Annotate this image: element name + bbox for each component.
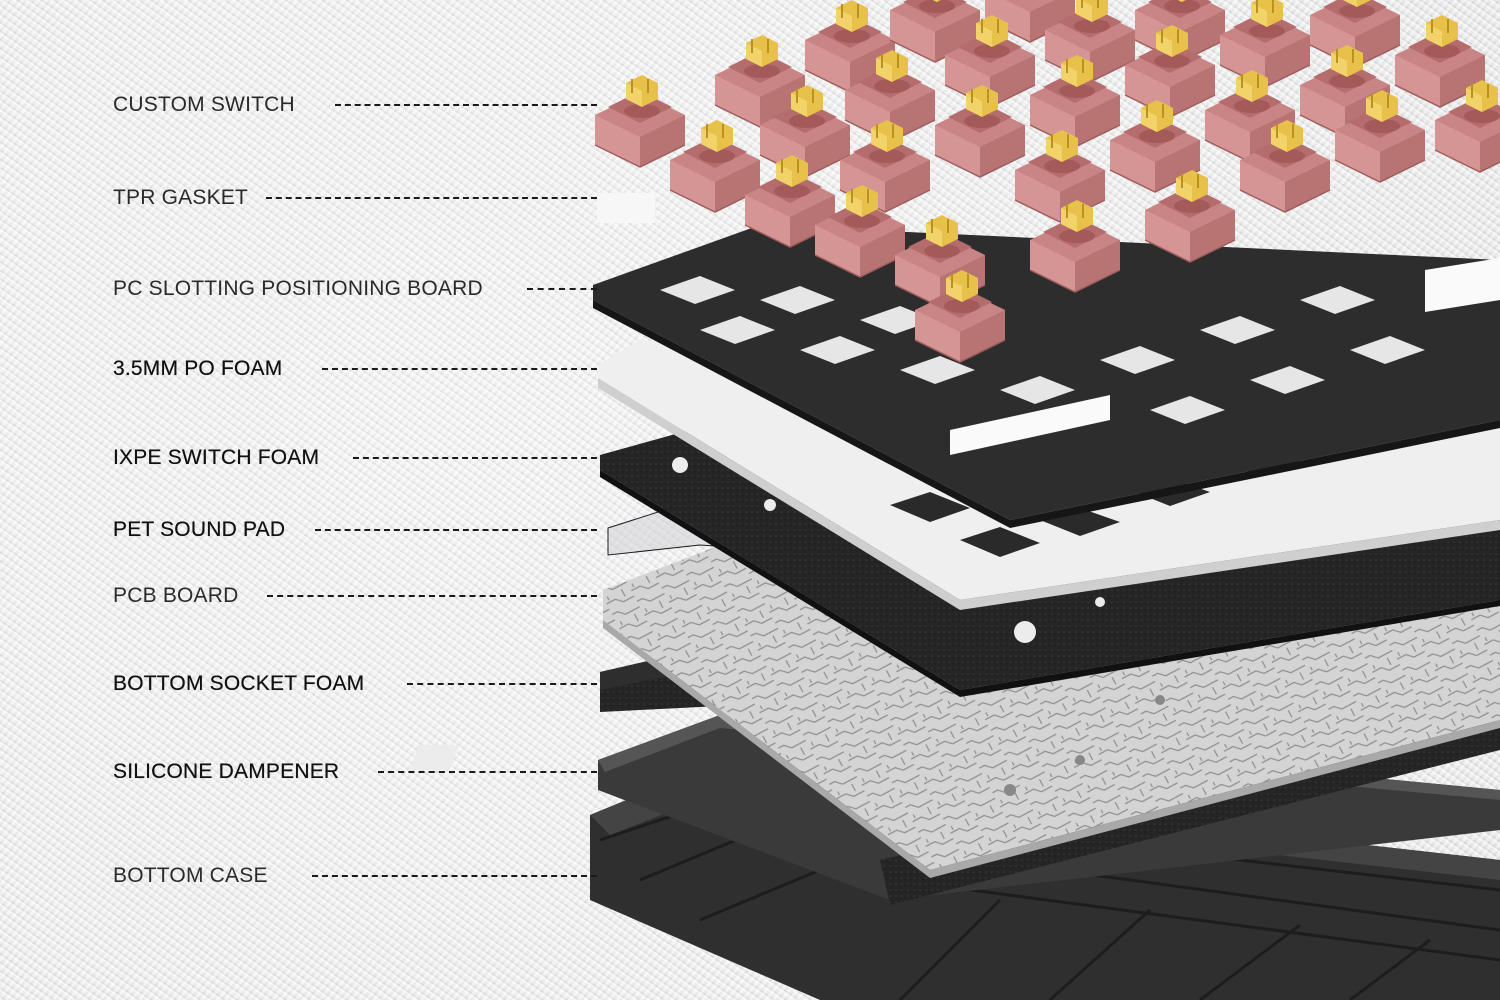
leader-line-bottom-case xyxy=(312,875,597,877)
leader-line-pcb-board xyxy=(267,595,597,597)
leader-line-silicone-dampener xyxy=(378,771,597,773)
leader-line-pc-positioning-board xyxy=(527,288,597,290)
label-bottom-case: BOTTOM CASE xyxy=(113,864,268,887)
leader-line-custom-switch xyxy=(335,104,597,106)
leader-line-ixpe-switch-foam xyxy=(353,457,597,459)
label-silicone-dampener: SILICONE DAMPENER xyxy=(113,760,340,783)
callout-silicone-dampener: SILICONE DAMPENER xyxy=(113,760,339,784)
leader-line-bottom-socket-foam xyxy=(407,683,597,685)
callout-pet-sound-pad: PET SOUND PAD xyxy=(113,518,285,542)
leader-line-po-foam xyxy=(322,368,597,370)
tpr-gasket-left xyxy=(597,193,655,223)
callout-pc-positioning-board: PC SLOTTING POSITIONING BOARD xyxy=(113,277,483,301)
label-pet-sound-pad: PET SOUND PAD xyxy=(113,518,286,541)
callout-ixpe-switch-foam: IXPE SWITCH FOAM xyxy=(113,446,319,470)
callout-bottom-socket-foam: BOTTOM SOCKET FOAM xyxy=(113,672,364,696)
callout-custom-switch: CUSTOM SWITCH xyxy=(113,93,295,117)
label-po-foam: 3.5MM PO FOAM xyxy=(113,357,283,380)
leader-line-tpr-gasket xyxy=(266,197,597,199)
callout-bottom-case: BOTTOM CASE xyxy=(113,864,268,888)
label-tpr-gasket: TPR GASKET xyxy=(113,186,249,209)
label-pcb-board: PCB BOARD xyxy=(113,584,239,607)
tpr-gasket-right xyxy=(1425,258,1500,312)
label-ixpe-switch-foam: IXPE SWITCH FOAM xyxy=(113,446,320,469)
leader-line-pet-sound-pad xyxy=(315,529,597,531)
label-custom-switch: CUSTOM SWITCH xyxy=(113,93,295,116)
callout-po-foam: 3.5MM PO FOAM xyxy=(113,357,282,381)
label-bottom-socket-foam: BOTTOM SOCKET FOAM xyxy=(113,672,365,695)
stabilizer-gasket xyxy=(950,395,1110,455)
label-pc-positioning-board: PC SLOTTING POSITIONING BOARD xyxy=(113,277,483,300)
pc-positioning-plate xyxy=(593,193,1500,528)
callout-tpr-gasket: TPR GASKET xyxy=(113,186,248,210)
callout-pcb-board: PCB BOARD xyxy=(113,584,239,608)
